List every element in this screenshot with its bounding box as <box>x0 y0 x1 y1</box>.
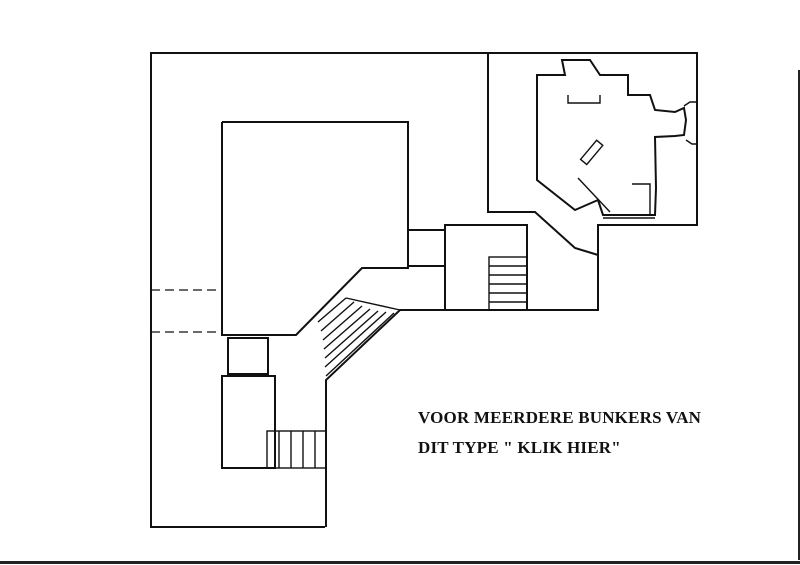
upper-staircase <box>488 256 528 311</box>
lower-room <box>221 375 276 469</box>
right-frame-edge <box>798 70 800 560</box>
caption-line-1: VOOR MEERDERE BUNKERS VAN <box>418 408 702 427</box>
outer-wall <box>150 52 698 528</box>
klik-hier-link[interactable]: DIT TYPE " KLIK HIER" <box>418 438 621 457</box>
upper-stair-room <box>444 224 528 311</box>
central-room <box>221 121 409 336</box>
diagonal-staircase <box>317 297 401 377</box>
bottom-frame-edge <box>0 561 800 564</box>
lower-passage <box>227 337 269 375</box>
right-annex <box>487 53 697 256</box>
lower-staircase <box>266 430 327 469</box>
connecting-corridor <box>407 229 446 267</box>
